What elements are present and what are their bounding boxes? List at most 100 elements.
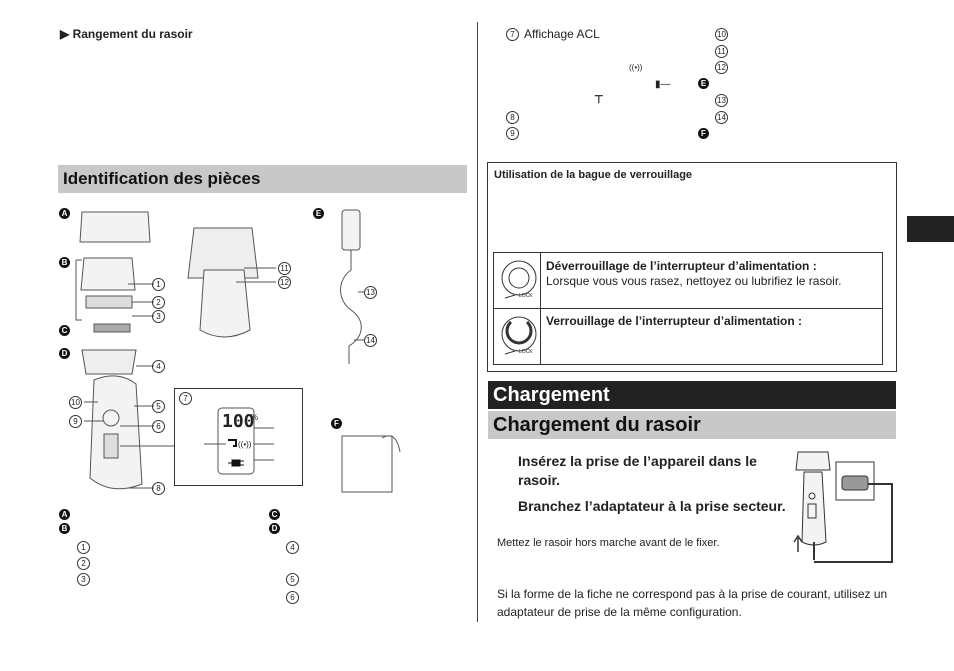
badge-B: B: [59, 257, 70, 268]
shaver-back-drawing: [199, 269, 251, 338]
list-9: 9: [506, 127, 519, 140]
legend-badge-C: C: [269, 509, 280, 520]
triangle-icon: ▶: [60, 27, 70, 41]
callout-11: 11: [278, 262, 291, 275]
bracket-line: [75, 259, 82, 321]
callout-13: 13: [364, 286, 377, 299]
adaptor-plug-drawing: [841, 475, 869, 491]
list-7-label: Affichage ACL: [524, 27, 600, 41]
callout-9: 9: [69, 415, 82, 428]
callout-7: 7: [179, 392, 192, 405]
pouch-string: [381, 435, 401, 453]
callout-5: 5: [152, 400, 165, 413]
lock-ring-box: [487, 162, 897, 372]
unlock-dial-icon: [501, 260, 537, 299]
lock-table-vline: [540, 252, 541, 364]
adaptor-drawing: [341, 209, 361, 251]
lock-table-hline: [493, 308, 882, 309]
footer-note: Si la forme de la fiche ne correspond pa…: [497, 587, 888, 619]
list-10: 10: [715, 28, 728, 41]
step-2: Branchez l’adaptateur à la prise secteur…: [518, 498, 786, 514]
step-note: Mettez le rasoir hors marche avant de le…: [497, 537, 720, 549]
callout-1: 1: [152, 278, 165, 291]
lock-ring-title: Utilisation de la bague de verrouillage: [494, 169, 693, 181]
plug-icon-inline: ▮—: [655, 79, 671, 90]
callout-10: 10: [69, 396, 82, 409]
wireless-icon: ((•)): [238, 440, 252, 449]
charge-sub-heading: Chargement du rasoir: [493, 414, 701, 436]
unlock-dial-lock-label: LOCK: [519, 293, 533, 299]
lcd-percent: 100: [222, 411, 255, 432]
edge-tab: [907, 216, 954, 242]
legend-6: 6: [286, 591, 299, 604]
lock-title: Verrouillage de l’interrupteur d’aliment…: [546, 314, 803, 328]
shaver-cap-drawing: [187, 227, 259, 279]
list-12: 12: [715, 61, 728, 74]
legend-4: 4: [286, 541, 299, 554]
power-cord-drawing: [340, 250, 362, 364]
charge-heading: Chargement: [493, 384, 610, 406]
storage-heading: ▶ Rangement du rasoir: [60, 27, 193, 41]
badge-C: C: [59, 325, 70, 336]
list-13: 13: [715, 94, 728, 107]
wireless-icon-inline: ((•)): [629, 63, 643, 72]
lcd-percent-sign: %: [251, 413, 259, 422]
parts-heading: Identification des pièces: [63, 169, 261, 188]
charge-sub-heading-bar: Chargement du rasoir: [488, 411, 896, 439]
badge-D: D: [59, 348, 70, 359]
legend-3: 3: [77, 573, 90, 586]
list-11: 11: [715, 45, 728, 58]
callout-8: 8: [152, 482, 165, 495]
legend-2: 2: [77, 557, 90, 570]
lock-dial-icon: [501, 316, 537, 355]
list-14: 14: [715, 111, 728, 124]
insert-arrow: [793, 534, 803, 552]
callout-14: 14: [364, 334, 377, 347]
shaver-body-drawing: [801, 471, 827, 546]
legend-1: 1: [77, 541, 90, 554]
callout-6: 6: [152, 420, 165, 433]
legend-badge-B: B: [59, 523, 70, 534]
legend-badge-D: D: [269, 523, 280, 534]
legend-badge-A: A: [59, 509, 70, 520]
callout-3: 3: [152, 310, 165, 323]
column-divider: [477, 22, 478, 622]
charge-heading-bar: Chargement: [488, 381, 896, 409]
faucet-icon-inline: ⊤: [594, 94, 604, 106]
callout-2: 2: [152, 296, 165, 309]
blade-frame-drawing: [85, 295, 133, 309]
shaver-head-drawing: [795, 451, 831, 471]
parts-heading-bar: Identification des pièces: [58, 165, 467, 193]
unlock-title: Déverrouillage de l’interrupteur d’alime…: [546, 259, 817, 273]
unlock-text: Lorsque vous vous rasez, nettoyez ou lub…: [546, 274, 842, 288]
lcd-detail-box: [174, 388, 303, 486]
outer-foil-drawing: [80, 257, 136, 291]
lcd-drawing: [103, 433, 119, 459]
protective-cap-drawing: [79, 211, 151, 243]
inner-blade-drawing: [93, 323, 131, 333]
plug-icon: [228, 459, 244, 467]
adaptor-cord-drawing: [814, 483, 893, 563]
lcd-screen-drawing: [204, 407, 274, 475]
step-1: Insérez la prise de l’appareil dans le r…: [518, 453, 757, 488]
legend-5: 5: [286, 573, 299, 586]
badge-A: A: [59, 208, 70, 219]
badge-E: E: [313, 208, 324, 219]
list-badge-E: E: [698, 78, 709, 89]
charging-illustration: [793, 451, 893, 563]
list-7: 7: [506, 28, 519, 41]
callout-12: 12: [278, 276, 291, 289]
list-badge-F: F: [698, 128, 709, 139]
pouch-drawing: [341, 435, 393, 493]
badge-F: F: [331, 418, 342, 429]
parts-diagram: [75, 209, 401, 493]
body-drawing: [89, 375, 143, 490]
head-drawing: [81, 349, 137, 375]
list-8: 8: [506, 111, 519, 124]
lock-dial-lock-label: LOCK: [519, 349, 533, 355]
switch-drawing: [102, 409, 120, 427]
shaver-switch-drawing: [808, 492, 816, 500]
shaver-lcd-drawing: [807, 503, 817, 519]
callout-4: 4: [152, 360, 165, 373]
faucet-icon: [228, 439, 237, 447]
